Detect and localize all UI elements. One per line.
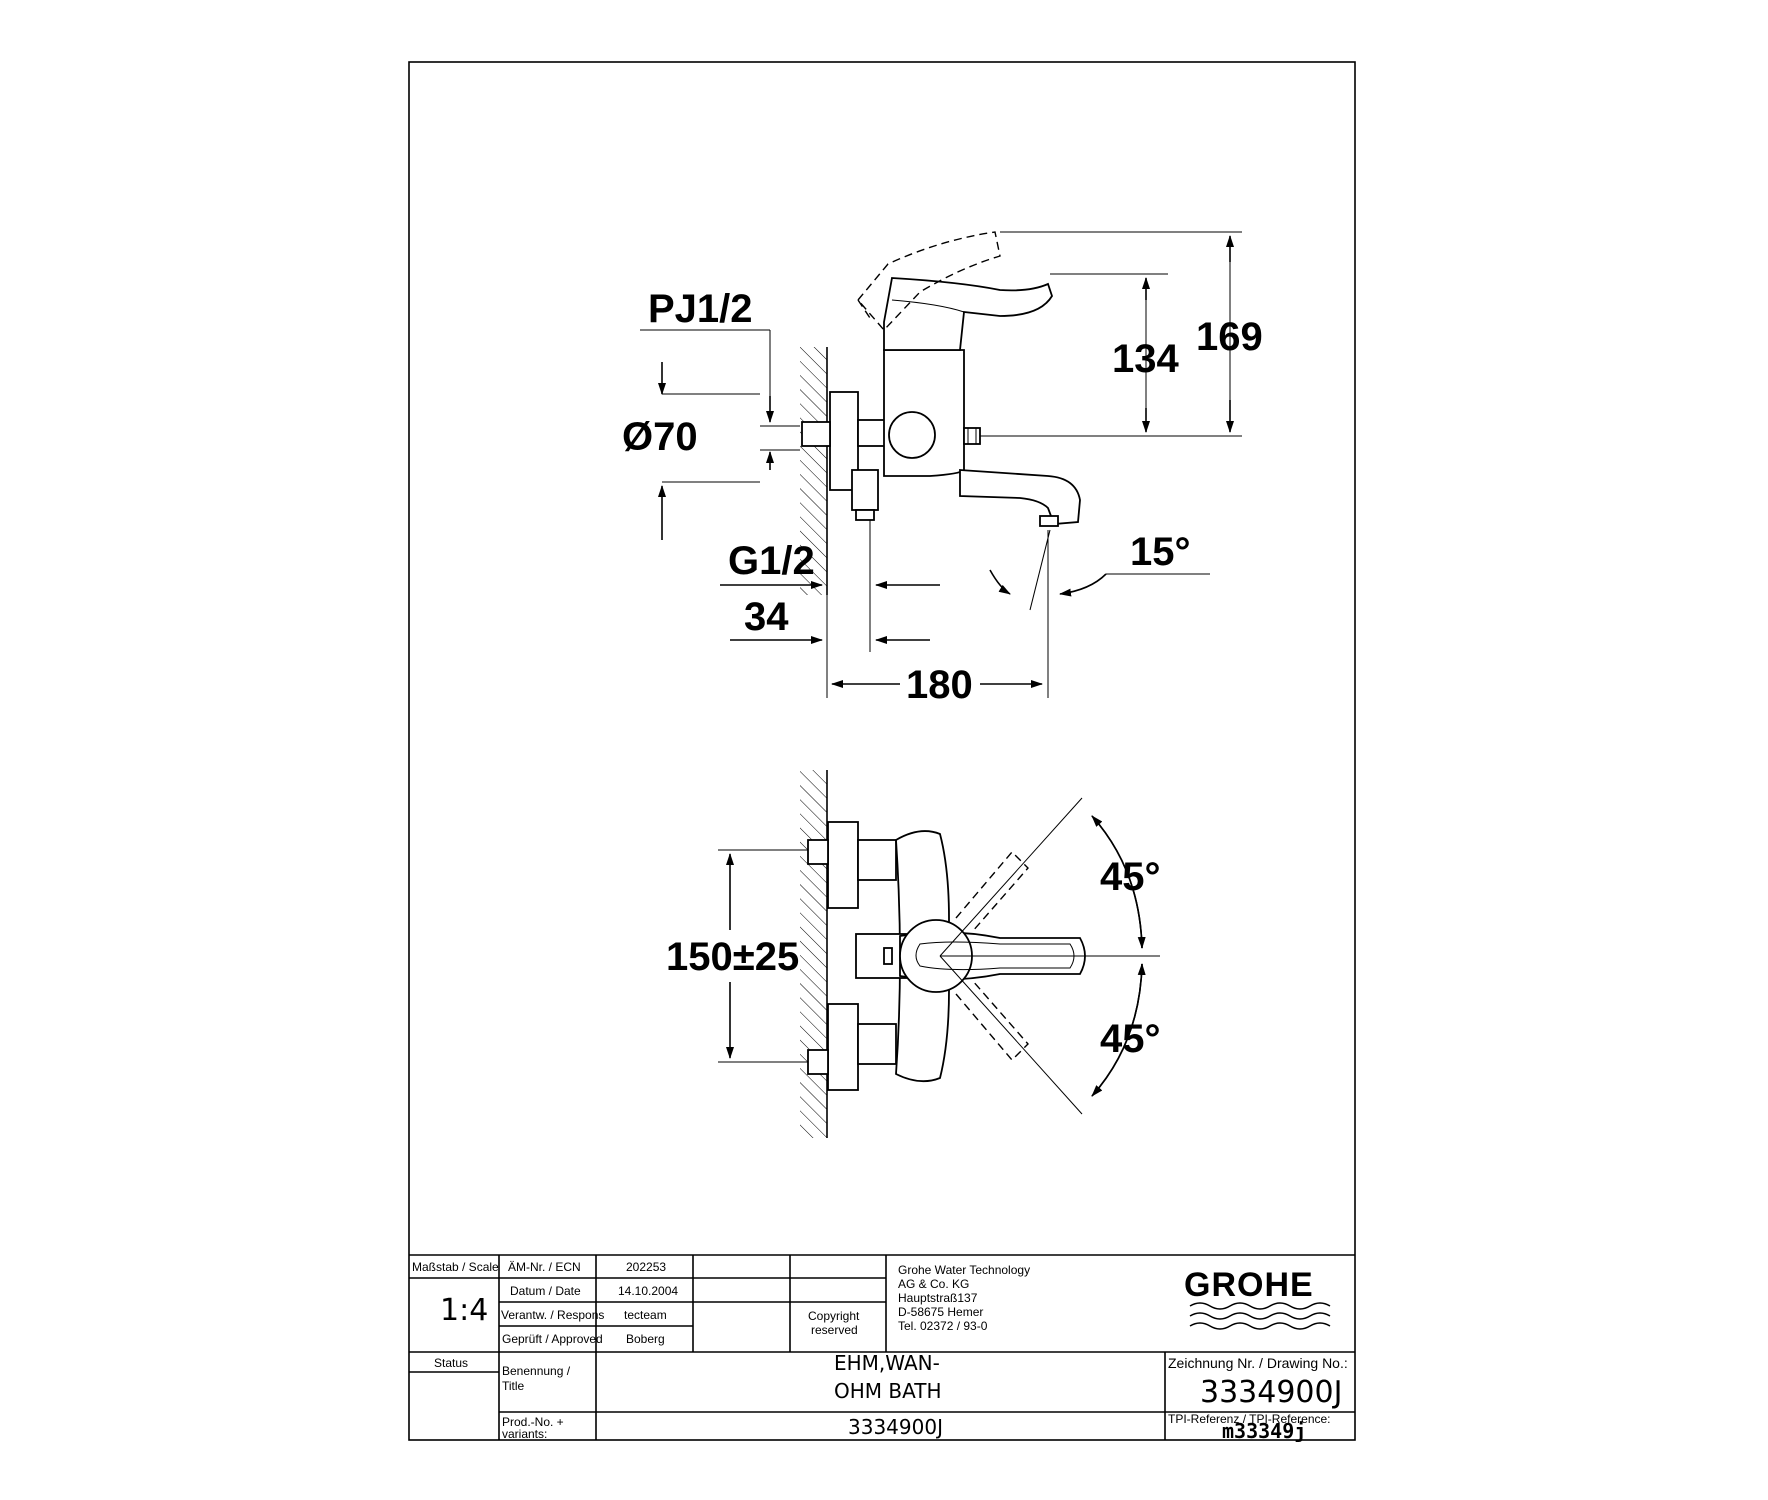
dim-angle-45-upper: 45° bbox=[1100, 855, 1161, 899]
wall-hatching bbox=[800, 347, 827, 595]
lever-rotated-up bbox=[955, 850, 1029, 933]
grohe-logo: GROHE bbox=[1184, 1266, 1314, 1304]
prod-no-label-line-2: variants: bbox=[502, 1427, 547, 1441]
dim-angle-45-lower: 45° bbox=[1100, 1017, 1161, 1061]
diverter-stem bbox=[851, 469, 879, 511]
approved-value: Boberg bbox=[626, 1332, 665, 1346]
bath-spout bbox=[959, 469, 1081, 525]
company-line-5: Tel. 02372 / 93-0 bbox=[898, 1319, 988, 1333]
cartridge-circle bbox=[888, 411, 936, 459]
title-label-line-1: Benennung / bbox=[502, 1364, 571, 1378]
spout-aerator bbox=[1039, 515, 1059, 527]
dim-spacing-150: 150±25 bbox=[666, 935, 799, 979]
grohe-logo-waves bbox=[1189, 1302, 1331, 1310]
status-label: Status bbox=[434, 1356, 468, 1370]
title-block: Maßstab / Scale 1:4 ÄM-Nr. / ECN 202253 … bbox=[409, 1254, 1355, 1443]
ecn-label: ÄM-Nr. / ECN bbox=[508, 1260, 581, 1274]
date-label: Datum / Date bbox=[510, 1284, 581, 1298]
ecn-value: 202253 bbox=[626, 1260, 666, 1274]
responsible-label: Verantw. / Respons bbox=[501, 1308, 604, 1322]
dim-169: 169 bbox=[1196, 315, 1263, 359]
responsible-value: tecteam bbox=[624, 1308, 667, 1322]
dim-diameter-70: Ø70 bbox=[622, 415, 698, 459]
copyright-line-1: Copyright bbox=[808, 1309, 860, 1323]
company-line-3: Hauptstraß137 bbox=[898, 1291, 978, 1305]
tpi-value: m33349j bbox=[1222, 1419, 1306, 1443]
prod-no-label-line-1: Prod.-No. + bbox=[502, 1415, 564, 1429]
pipe-connector bbox=[801, 421, 831, 447]
drawing-frame bbox=[408, 61, 1356, 1441]
lever-rotated-down bbox=[955, 979, 1029, 1062]
tpi-label: TPI-Referenz / TPI-Reference: bbox=[1168, 1412, 1331, 1426]
side-view: 134 169 PJ1/2 Ø70 G1/2 34 180 15° bbox=[622, 231, 1263, 707]
dim-g-thread: G1/2 bbox=[728, 539, 815, 583]
lever-handle bbox=[883, 277, 1053, 351]
scale-value: 1:4 bbox=[440, 1293, 488, 1328]
drawing-no-value: 3334900J bbox=[1200, 1375, 1342, 1410]
dim-pj-thread: PJ1/2 bbox=[648, 287, 753, 331]
company-line-4: D-58675 Hemer bbox=[898, 1305, 983, 1319]
title-label-line-2: Title bbox=[502, 1379, 525, 1393]
company-line-1: Grohe Water Technology bbox=[898, 1263, 1030, 1277]
side-knob bbox=[963, 427, 981, 445]
date-value: 14.10.2004 bbox=[618, 1284, 678, 1298]
drawing-no-label: Zeichnung Nr. / Drawing No.: bbox=[1168, 1355, 1348, 1371]
company-line-2: AG & Co. KG bbox=[898, 1277, 969, 1291]
dim-angle-15: 15° bbox=[1130, 530, 1191, 574]
top-view: 45° 45° 150±25 bbox=[666, 770, 1161, 1138]
dim-180: 180 bbox=[906, 663, 973, 707]
title-line-2: OHM BATH bbox=[834, 1379, 942, 1403]
dim-34: 34 bbox=[744, 595, 789, 639]
dim-134: 134 bbox=[1112, 337, 1179, 381]
mixer-body bbox=[883, 349, 965, 477]
lever-handle-raised-outline bbox=[857, 231, 1001, 332]
wall-hatching-top bbox=[800, 770, 827, 1138]
title-line-1: EHM,WAN- bbox=[834, 1351, 940, 1375]
approved-label: Geprüft / Approved bbox=[502, 1332, 603, 1346]
prod-no-value: 3334900J bbox=[848, 1415, 943, 1439]
copyright-line-2: reserved bbox=[811, 1323, 858, 1337]
scale-label: Maßstab / Scale bbox=[412, 1260, 499, 1274]
